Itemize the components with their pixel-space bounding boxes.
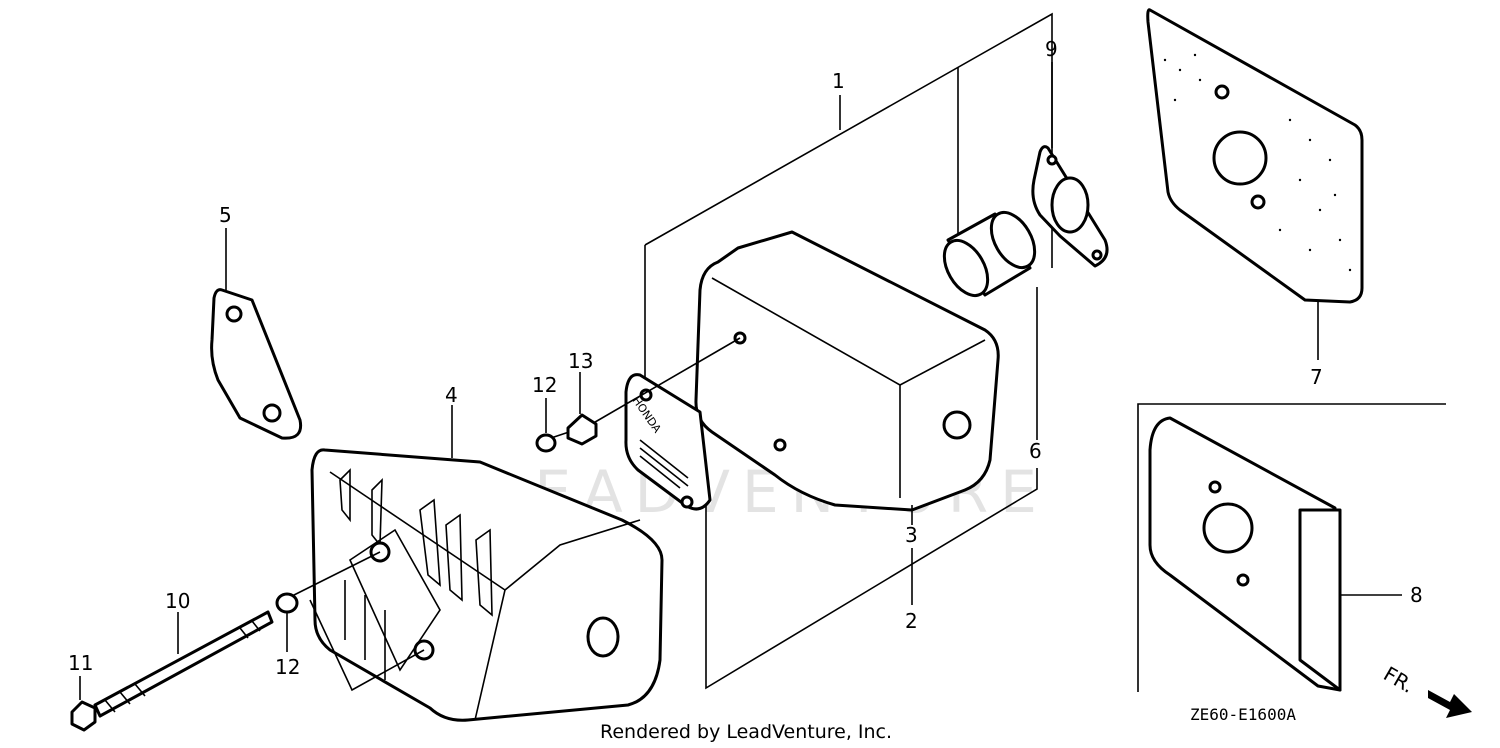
callout-7: 7	[1310, 365, 1323, 389]
stud-line-4b	[309, 599, 425, 692]
callout-12-bottom: 12	[275, 655, 300, 679]
part-7-plate	[1146, 8, 1364, 304]
callout-11: 11	[68, 651, 93, 675]
part-3-muffler	[694, 230, 1000, 512]
part-5-plate	[210, 288, 303, 440]
part-12-washer-bottom	[275, 592, 299, 614]
callout-4: 4	[445, 383, 458, 407]
diagram-code: ZE60-E1600A	[1190, 705, 1296, 724]
front-direction-marker: FR.	[1380, 662, 1472, 718]
arrow-icon	[1428, 690, 1472, 718]
part-8-panel	[1137, 403, 1446, 692]
part-9-gasket	[1031, 145, 1109, 268]
callout-2: 2	[905, 609, 918, 633]
part-2-plate: HONDA	[624, 373, 712, 511]
callout-13: 13	[568, 349, 593, 373]
callout-12-top: 12	[532, 373, 557, 397]
callout-9: 9	[1045, 37, 1058, 61]
callout-3: 3	[905, 523, 918, 547]
stud-line-13	[589, 337, 741, 426]
part-11-nut	[70, 700, 97, 732]
callout-1: 1	[832, 69, 845, 93]
part-13-nut	[566, 413, 598, 446]
callout-8: 8	[1410, 583, 1423, 607]
part-4-shield	[310, 448, 664, 722]
callout-10: 10	[165, 589, 190, 613]
footer-credit: Rendered by LeadVenture, Inc.	[600, 721, 892, 743]
fr-label: FR.	[1380, 662, 1419, 698]
callout-5: 5	[219, 203, 232, 227]
part-10-bolt	[93, 610, 274, 718]
stud-line-4a	[287, 551, 381, 599]
callout-6: 6	[1029, 439, 1042, 463]
part-6-screen	[942, 211, 1037, 297]
part-12-washer-top	[535, 433, 557, 453]
